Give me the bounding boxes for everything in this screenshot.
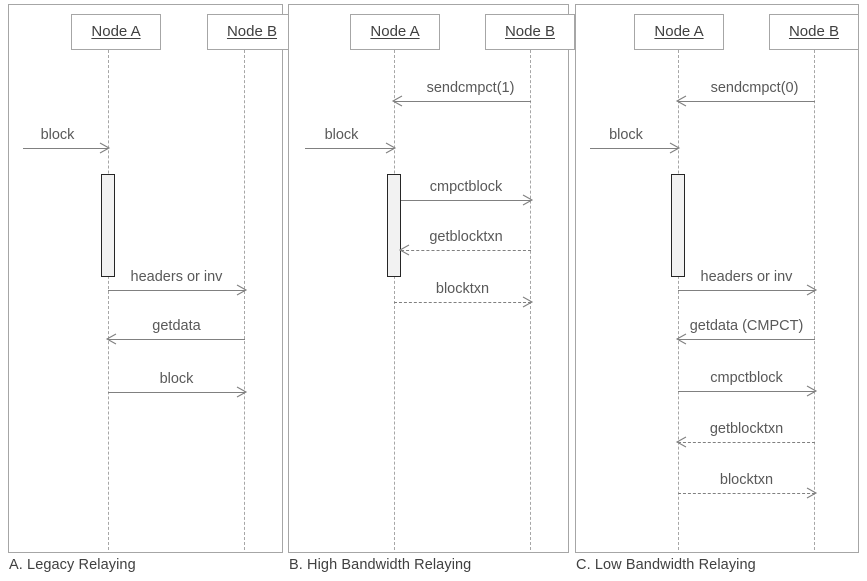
message-line [678,442,815,443]
node-b-box: Node B [769,14,859,50]
arrowhead-right-icon [385,142,397,154]
message-line [678,493,815,494]
arrowhead-left-icon [675,333,687,345]
arrowhead-left-icon [675,95,687,107]
node-a-lifeline [678,50,679,550]
message-line [394,302,531,303]
message-line [108,339,245,340]
message-line [590,148,678,149]
node-b-lifeline [814,50,815,550]
node-b-label: Node B [788,23,840,40]
caption-panel-c: C. Low Bandwidth Relaying [576,557,756,573]
message-label: cmpctblock [710,370,783,386]
caption-panel-a: A. Legacy Relaying [9,557,136,573]
arrowhead-right-icon [806,385,818,397]
message-line [678,101,815,102]
node-a-label: Node A [654,23,704,40]
arrowhead-left-icon [105,333,117,345]
message-label: getblocktxn [709,421,784,437]
message-label: getdata [152,318,201,334]
node-a-activation-bar [101,174,115,277]
message-label: blocktxn [719,472,774,488]
panel-high-bandwidth-relaying: Node A Node B sendcmpct(1) block [288,4,575,553]
node-a-lifeline [108,50,109,550]
arrowhead-right-icon [236,386,248,398]
node-a-lifeline [394,50,395,550]
message-label: getdata (CMPCT) [689,318,804,334]
arrowhead-right-icon [236,284,248,296]
arrowhead-right-icon [99,142,111,154]
node-a-activation-bar [387,174,401,277]
node-a-box: Node A [71,14,161,50]
message-line [305,148,394,149]
message-label: headers or inv [130,269,223,285]
node-a-activation-bar [671,174,685,277]
panel-legacy-relaying: Node A Node B block headers or inv [8,4,297,553]
node-a-label: Node A [91,23,141,40]
node-b-lifeline [530,50,531,550]
arrowhead-right-icon [669,142,681,154]
arrowhead-left-icon [398,244,410,256]
node-b-lifeline [244,50,245,550]
message-line [401,200,531,201]
message-label: block [609,127,643,143]
message-label: headers or inv [700,269,793,285]
message-label: getblocktxn [429,229,503,245]
caption-panel-b: B. High Bandwidth Relaying [289,557,472,573]
node-b-label: Node B [504,23,556,40]
message-line [678,339,815,340]
message-line [23,148,108,149]
message-line [394,101,531,102]
message-label: blocktxn [435,281,490,297]
message-label: sendcmpct(1) [426,80,515,96]
arrowhead-right-icon [522,194,534,206]
message-line [108,392,245,393]
message-label: block [159,371,194,387]
node-a-label: Node A [370,23,420,40]
node-a-box: Node A [634,14,724,50]
arrowhead-left-icon [391,95,403,107]
arrowhead-left-icon [675,436,687,448]
node-b-box: Node B [207,14,297,50]
message-label: block [324,127,359,143]
arrowhead-right-icon [806,284,818,296]
message-line [108,290,245,291]
message-label: block [40,127,75,143]
node-b-label: Node B [226,23,278,40]
message-line [678,290,815,291]
node-b-box: Node B [485,14,575,50]
arrowhead-right-icon [806,487,818,499]
panel-low-bandwidth-relaying: Node A Node B sendcmpct(0) block [575,4,859,553]
message-line [401,250,531,251]
arrowhead-right-icon [522,296,534,308]
message-line [678,391,815,392]
message-label: sendcmpct(0) [710,80,799,96]
node-a-box: Node A [350,14,440,50]
message-label: cmpctblock [429,179,503,195]
